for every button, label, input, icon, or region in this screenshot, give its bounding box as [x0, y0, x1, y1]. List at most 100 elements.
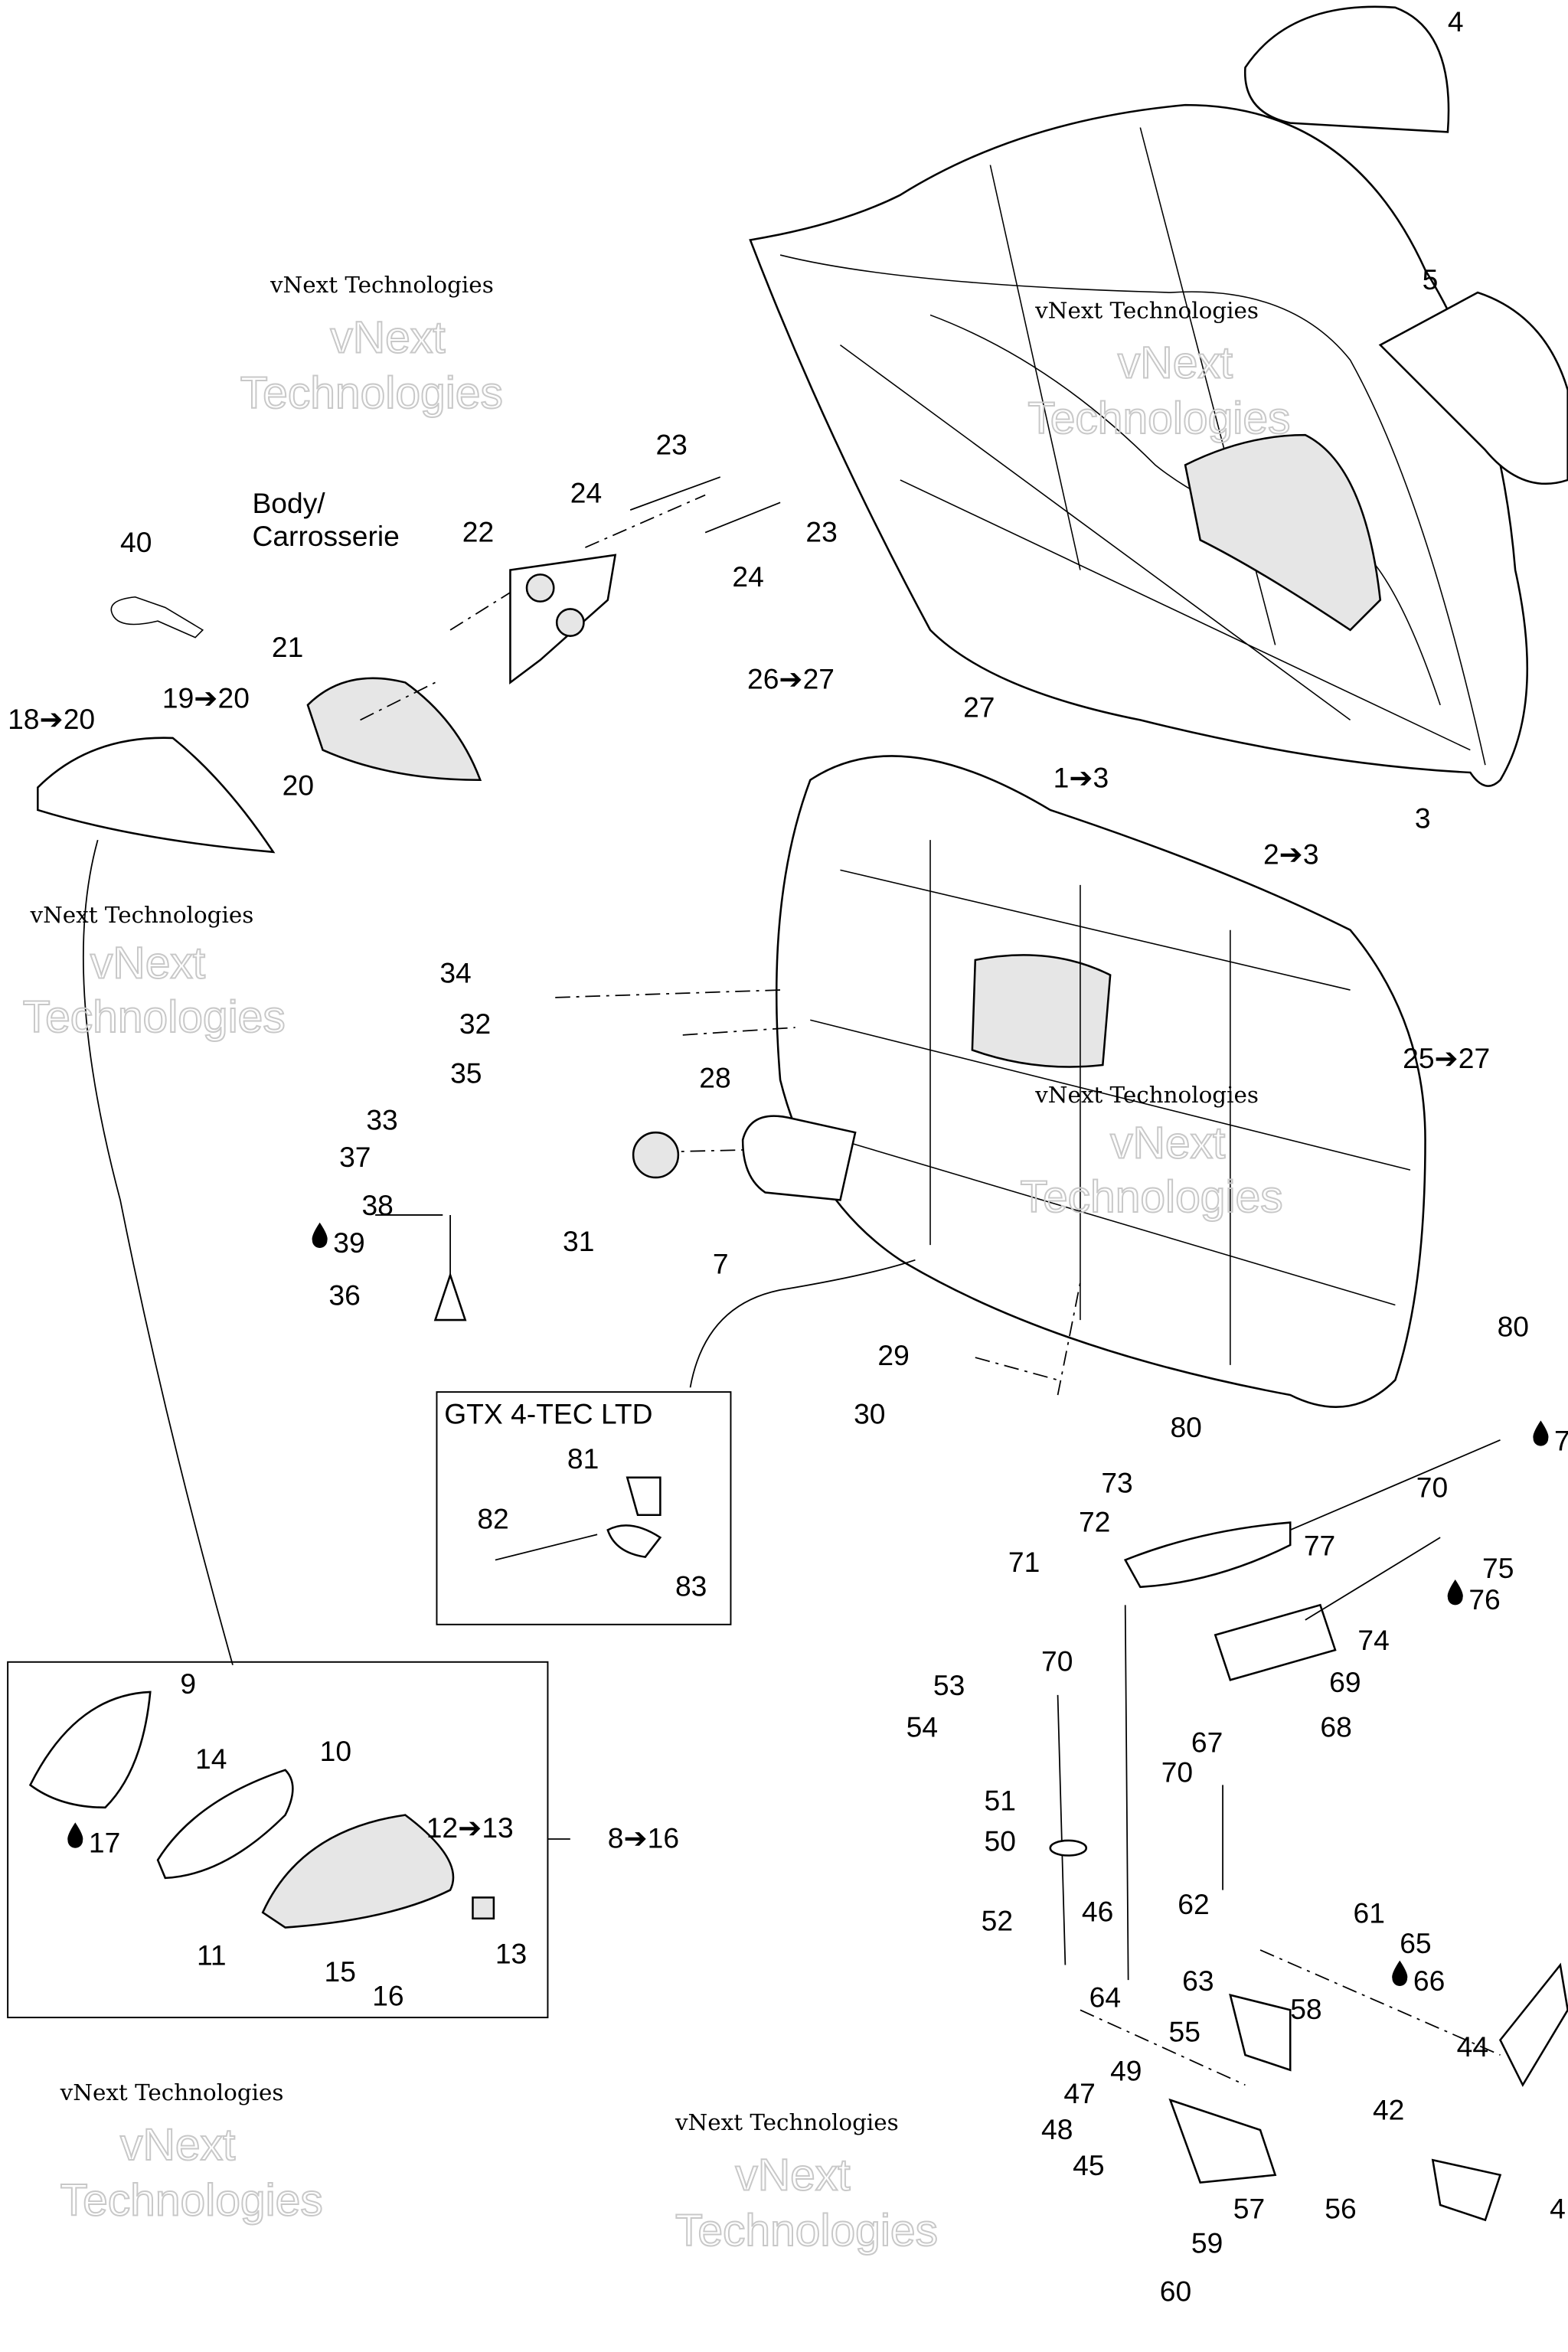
part-number-label: 63: [1182, 1965, 1214, 1997]
part-number-label: 18➔20: [8, 703, 95, 735]
svg-text:Technologies: Technologies: [675, 2206, 938, 2256]
part-number-label: 59: [1191, 2227, 1223, 2259]
part-number-label: 58: [1290, 1993, 1321, 2025]
part-number-label: 81: [567, 1442, 599, 1475]
part-number-label: 21: [272, 631, 303, 663]
part-number-label: 61: [1354, 1897, 1385, 1929]
part-number-label: 45: [1073, 2149, 1104, 2181]
part-number-label: 33: [366, 1103, 397, 1135]
part-number-label: 55: [1169, 2015, 1200, 2047]
gtx-kit-box: GTX 4-TEC LTD: [436, 1391, 732, 1625]
part-number-label: 16: [372, 1979, 403, 2011]
part-number-label: 53: [933, 1669, 965, 1701]
part-number-label: 9: [180, 1668, 196, 1700]
part-number-label: 67: [1191, 1726, 1223, 1758]
body-label: Body/: [252, 487, 325, 519]
svg-text:Technologies: Technologies: [23, 992, 286, 1042]
part-number-label: 54: [906, 1711, 938, 1743]
part-number-label: 50: [985, 1825, 1016, 1857]
part-number-label: 82: [477, 1502, 508, 1534]
part-number-label: 22: [462, 515, 494, 547]
part-number-label: 28: [699, 1061, 730, 1093]
svg-text:vNext: vNext: [120, 2120, 235, 2170]
vent-part: [1378, 291, 1568, 485]
storage-bin-part: [775, 755, 1426, 1408]
part-number-label: 80: [1498, 1311, 1529, 1343]
svg-text:vNext Technologies: vNext Technologies: [30, 902, 254, 928]
part-number-label: 70: [1161, 1756, 1193, 1788]
part-number-label: 5: [1423, 263, 1439, 296]
part-number-label: 80: [1170, 1411, 1201, 1443]
part-number-label: 47: [1063, 2077, 1095, 2109]
part-number-label: 23: [805, 515, 837, 547]
part-number-label: 27: [963, 691, 995, 723]
part-number-label: 65: [1400, 1927, 1431, 1959]
part-number-label: 12➔13: [426, 1811, 514, 1844]
cover-part: [1244, 5, 1450, 133]
part-number-label: 10: [320, 1735, 351, 1767]
part-number-label: 11: [197, 1939, 227, 1971]
part-number-label: 4: [1550, 2193, 1566, 2225]
drop-icon: [1447, 1579, 1463, 1606]
drop-icon: [1533, 1420, 1549, 1446]
part-number-label: 72: [1079, 1505, 1110, 1537]
part-number-label: 17: [89, 1827, 120, 1859]
watermark: vNext Technologies vNext Technologies vN…: [22, 272, 1292, 2256]
svg-text:vNext Technologies: vNext Technologies: [270, 272, 494, 298]
steering-mechanism: [1049, 1439, 1568, 2222]
part-number-label: 69: [1329, 1666, 1361, 1698]
mirror-housing-part: [306, 677, 482, 782]
part-number-label: 66: [1413, 1965, 1445, 1997]
part-number-label: 34: [439, 956, 471, 988]
part-number-label: 70: [1416, 1471, 1448, 1503]
svg-text:Technologies: Technologies: [240, 368, 503, 418]
svg-text:vNext Technologies: vNext Technologies: [60, 2079, 284, 2105]
part-number-label: 38: [361, 1189, 393, 1221]
part-number-label: 75: [1482, 1552, 1514, 1584]
part-number-label: 46: [1082, 1896, 1113, 1928]
part-number-label: 13: [495, 1938, 527, 1970]
svg-text:vNext Technologies: vNext Technologies: [675, 2109, 899, 2135]
part-number-label: 51: [985, 1785, 1016, 1817]
part-number-label: 74: [1357, 1624, 1389, 1656]
svg-text:Technologies: Technologies: [60, 2176, 323, 2226]
part-number-label: 1➔3: [1054, 762, 1109, 794]
hood-part: [749, 103, 1529, 787]
part-number-label: 76: [1468, 1583, 1500, 1615]
part-number-label: 62: [1178, 1888, 1209, 1920]
svg-text:vNext: vNext: [330, 312, 445, 362]
drop-icon: [1392, 1960, 1408, 1986]
part-number-label: 35: [450, 1057, 482, 1089]
drop-icon: [312, 1222, 328, 1249]
svg-text:Technologies: Technologies: [1027, 394, 1290, 443]
kit-box-title: GTX 4-TEC LTD: [444, 1397, 652, 1429]
part-number-label: 37: [339, 1141, 371, 1173]
part-number-label: 19➔20: [162, 682, 250, 714]
part-number-label: 31: [563, 1225, 594, 1257]
part-number-label: 2➔3: [1263, 838, 1319, 870]
svg-text:vNext: vNext: [1110, 1118, 1225, 1168]
part-number-label: 24: [732, 560, 763, 593]
part-number-label: 32: [459, 1008, 491, 1040]
part-number-labels: Body/Carrosserie452324232422402119➔2018➔…: [8, 5, 1568, 2307]
mirror-part: [37, 737, 276, 854]
strap-part: [110, 596, 204, 639]
part-number-label: 8➔16: [608, 1822, 679, 1854]
part-number-label: 71: [1008, 1546, 1040, 1578]
part-number-label: 56: [1325, 2193, 1356, 2225]
part-number-label: 64: [1089, 1981, 1121, 2013]
part-number-label: 40: [120, 526, 152, 558]
mirror-kit-box: [7, 1661, 570, 2019]
part-number-label: 60: [1160, 2275, 1191, 2307]
part-number-label: 39: [333, 1227, 364, 1259]
part-number-label: 24: [570, 476, 602, 508]
body-label: Carrosserie: [252, 520, 399, 552]
part-number-label: 83: [675, 1570, 707, 1602]
part-number-label: 25➔27: [1403, 1042, 1490, 1074]
part-number-label: 7: [713, 1247, 729, 1279]
svg-text:vNext Technologies: vNext Technologies: [1034, 297, 1259, 323]
svg-text:vNext: vNext: [90, 938, 205, 988]
part-number-label: 52: [982, 1904, 1013, 1936]
part-number-label: 77: [1304, 1530, 1335, 1562]
